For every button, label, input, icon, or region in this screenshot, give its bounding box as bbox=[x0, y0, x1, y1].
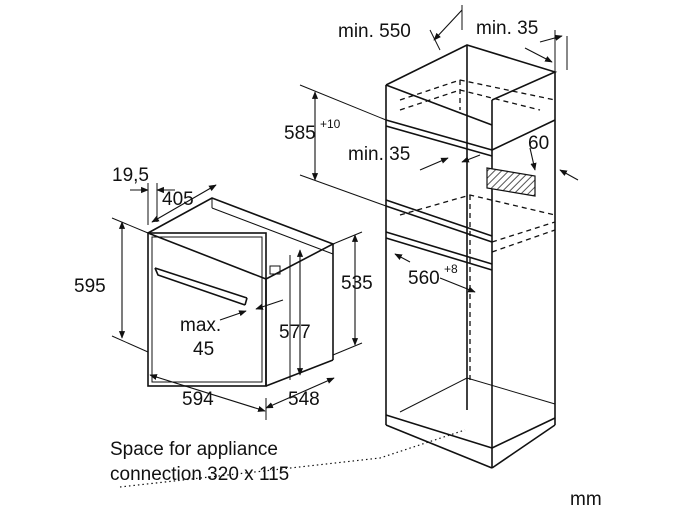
label-min-35-mid: min. 35 bbox=[348, 144, 410, 165]
label-min-35-top: min. 35 bbox=[476, 18, 538, 39]
label-585-tolerance: +10 bbox=[320, 117, 341, 131]
label-max: max. bbox=[180, 315, 221, 336]
label-min-550: min. 550 bbox=[338, 21, 411, 42]
connection-space-line2: connection 320 x 115 bbox=[110, 464, 289, 485]
unit-label: mm bbox=[570, 489, 602, 510]
cabinet-drawing bbox=[385, 44, 558, 469]
label-560-tolerance: +8 bbox=[444, 262, 458, 276]
label-405: 405 bbox=[162, 189, 194, 210]
label-577: 577 bbox=[279, 322, 311, 343]
connection-space-line1: Space for appliance bbox=[110, 439, 278, 460]
label-548: 548 bbox=[288, 389, 320, 410]
label-560: 560 bbox=[408, 268, 440, 289]
dimension-lines bbox=[111, 5, 579, 488]
label-595: 595 bbox=[74, 276, 106, 297]
label-594: 594 bbox=[182, 389, 214, 410]
label-45: 45 bbox=[193, 339, 214, 360]
label-19-5: 19,5 bbox=[112, 165, 149, 186]
oven-drawing bbox=[147, 197, 335, 387]
label-585: 585 bbox=[284, 123, 316, 144]
label-60: 60 bbox=[528, 133, 549, 154]
label-535: 535 bbox=[341, 273, 373, 294]
